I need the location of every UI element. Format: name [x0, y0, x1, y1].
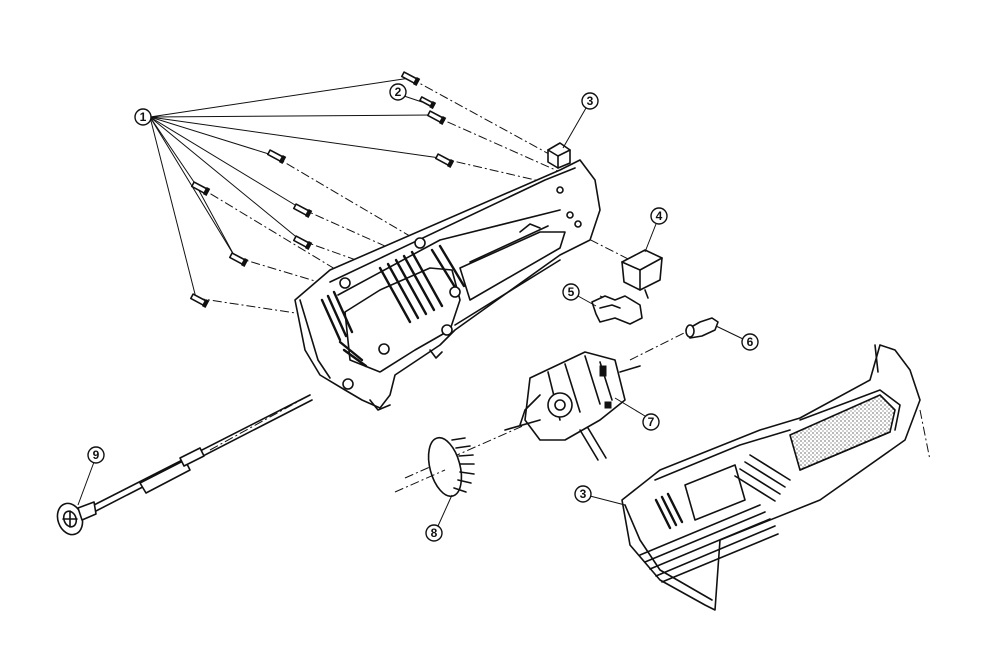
callout-2-label: 2: [395, 85, 402, 99]
housing-right-grille: [639, 454, 791, 583]
housing-shell-left: [294, 159, 601, 411]
screw-leader-lines: [149, 77, 441, 299]
callout-3b: 3: [574, 485, 626, 506]
callout-8-label: 8: [431, 526, 438, 540]
callout-3a: 3: [562, 92, 599, 149]
part-9-shaft: [56, 394, 313, 536]
callout-5-label: 5: [568, 285, 575, 299]
callout-3b-label: 3: [580, 487, 587, 501]
screws: [189, 71, 455, 308]
callout-4: 4: [644, 207, 668, 253]
callout-1-label: 1: [140, 110, 147, 124]
callout-9: 9: [77, 446, 105, 506]
callout-7-label: 7: [648, 415, 655, 429]
part-6-brush: [685, 317, 719, 339]
part-8-fan: [394, 436, 475, 498]
part-4-switch: [621, 249, 663, 299]
callout-6-label: 6: [747, 335, 754, 349]
callout-5: 5: [562, 283, 597, 307]
callout-3a-label: 3: [587, 94, 594, 108]
callout-6: 6: [715, 325, 759, 351]
part-5-bracket: [591, 295, 643, 325]
callout-1: 1: [134, 108, 152, 126]
callout-8: 8: [425, 494, 453, 542]
part-7-motor: [504, 351, 641, 461]
callout-7: 7: [614, 397, 660, 431]
callout-4-label: 4: [656, 209, 663, 223]
part-3-switch-cap: [547, 142, 571, 169]
callout-9-label: 9: [93, 448, 100, 462]
housing-vent-slots: [320, 244, 466, 368]
callout-2: 2: [389, 83, 423, 103]
part-3-housing-right: [621, 344, 921, 611]
